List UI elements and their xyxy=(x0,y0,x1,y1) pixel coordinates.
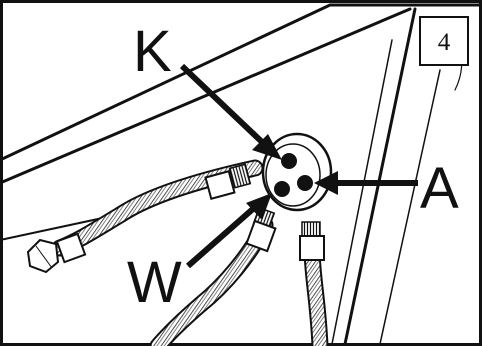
step-number-box: 4 xyxy=(420,17,468,65)
callout-a: A xyxy=(420,156,459,221)
step-number: 4 xyxy=(438,29,451,56)
port-a xyxy=(297,175,313,191)
callout-w: W xyxy=(127,250,182,315)
port-w xyxy=(274,181,290,197)
callout-k: K xyxy=(133,19,172,84)
port-k xyxy=(281,153,297,169)
